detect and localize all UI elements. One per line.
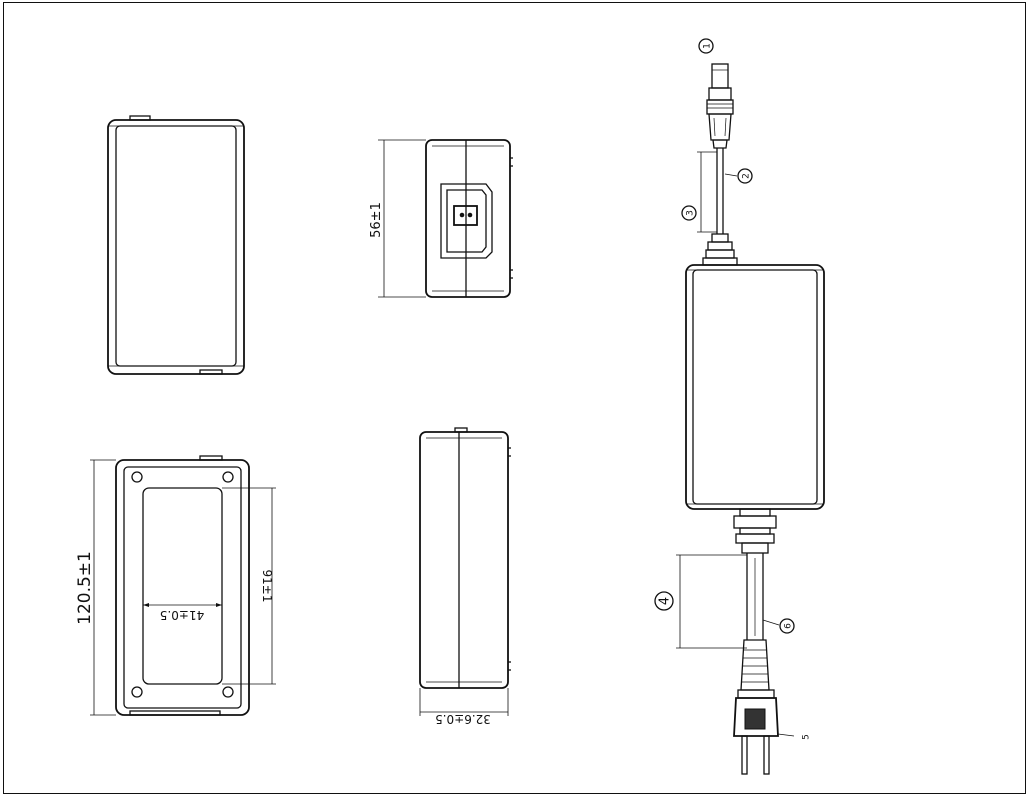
callout-1: 1 (703, 43, 713, 49)
side-view (419, 427, 511, 716)
screw-hole (222, 471, 234, 483)
screw-hole (222, 686, 234, 698)
screw-hole (131, 686, 143, 698)
bottom-view (90, 455, 276, 716)
dim-inner-height: 91±1 (260, 570, 274, 603)
dim-inner-width: 41±0.5 (160, 608, 204, 622)
screw-hole (131, 471, 143, 483)
socket-pin (459, 212, 465, 218)
end-view (378, 139, 513, 298)
assembly-view (654, 38, 825, 775)
dim-length: 120.5±1 (75, 551, 95, 625)
socket-pin (467, 212, 473, 218)
drawing-frame (3, 2, 1026, 794)
callout-6: 6 (784, 623, 794, 629)
callout-5: 5 (802, 734, 812, 740)
dim-height-side: 56±1 (369, 202, 384, 238)
callout-3: 3 (686, 210, 696, 216)
dim-thickness: 32.6±0.5 (435, 712, 491, 726)
callout-2: 2 (742, 173, 752, 179)
top-view (107, 115, 245, 375)
callout-4: 4 (658, 597, 673, 605)
